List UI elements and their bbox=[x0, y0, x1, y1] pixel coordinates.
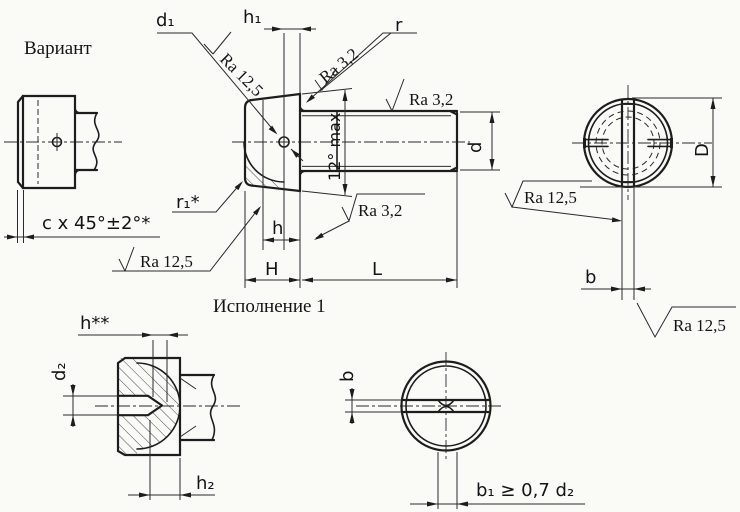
surface-finish-ra32-below: Ra 3,2 bbox=[358, 201, 402, 220]
thread-root-dashed-circle bbox=[601, 116, 655, 170]
label-H: H bbox=[265, 259, 279, 280]
section-hatch bbox=[244, 142, 284, 190]
roughness-check-cone bbox=[314, 67, 338, 91]
surface-finish-ra125-botright: Ra 12,5 bbox=[673, 316, 726, 335]
roughness-check-upper-left bbox=[203, 31, 232, 55]
version-title: Исполнение 1 bbox=[213, 296, 326, 317]
screw-head-outline bbox=[243, 92, 302, 193]
label-b-end-view: b bbox=[585, 267, 596, 288]
head-fillets bbox=[299, 104, 308, 178]
variant-fillets bbox=[74, 106, 82, 178]
label-r: r bbox=[395, 15, 403, 36]
slot-variant-view: h** d₂ h₂ bbox=[49, 313, 240, 500]
label-chamfer: c x 45°±2°* bbox=[42, 213, 150, 234]
label-D: D bbox=[692, 143, 713, 157]
head-chamfer-circle-2 bbox=[405, 365, 487, 447]
head-chamfer-circle bbox=[587, 102, 669, 184]
cutter-arc bbox=[136, 362, 181, 450]
thread-dashed-circle bbox=[595, 110, 661, 176]
main-view: h₁ h H L 12° max d d₁ bbox=[112, 7, 500, 317]
head-section-hatch bbox=[118, 358, 180, 455]
label-h: h bbox=[272, 218, 283, 239]
label-L: L bbox=[372, 259, 382, 280]
roughness-check-thread bbox=[385, 78, 405, 113]
roughness-check-below bbox=[341, 193, 425, 223]
variant-break-line bbox=[92, 112, 100, 171]
variant-title: Вариант bbox=[24, 38, 92, 59]
label-h-star: h** bbox=[80, 313, 109, 334]
label-cone-angle: 12° max bbox=[325, 113, 344, 181]
label-d: d bbox=[465, 142, 486, 153]
label-d1: d₁ bbox=[156, 10, 175, 31]
surface-finish-ra125-mid: Ra 12,5 bbox=[524, 188, 577, 207]
cone-tip-lens bbox=[437, 399, 455, 413]
label-d2: d₂ bbox=[49, 362, 70, 381]
label-b1-formula: b₁ ≥ 0,7 d₂ bbox=[476, 480, 574, 501]
roughness-line bbox=[319, 32, 392, 92]
roughness-check-mid bbox=[504, 180, 592, 209]
break-line bbox=[209, 374, 217, 441]
roughness-check-botright bbox=[636, 302, 736, 339]
label-r1: r₁* bbox=[176, 192, 200, 213]
variant-shaft bbox=[73, 111, 99, 172]
variant-view: Вариант c x 45°±2°* bbox=[4, 38, 160, 243]
screw-shaft-outline bbox=[298, 109, 459, 173]
label-h1: h₁ bbox=[243, 7, 262, 28]
slot-end-view: b b₁ ≥ 0,7 d₂ bbox=[337, 352, 585, 509]
slot-edges-2 bbox=[402, 398, 490, 414]
label-b-bottom: b bbox=[337, 371, 358, 382]
surface-finish-ra32-cone: Ra 3,2 bbox=[316, 44, 362, 87]
surface-finish-ra32-thread: Ra 3,2 bbox=[409, 90, 453, 109]
thread-root-lines bbox=[302, 115, 451, 167]
variant-head-outline bbox=[21, 94, 77, 190]
cross-hole-openings bbox=[583, 138, 673, 148]
slot-profile bbox=[116, 394, 164, 417]
surface-finish-ra125-botleft: Ra 12,5 bbox=[140, 252, 193, 271]
head-outer-circle-2 bbox=[400, 360, 492, 452]
head-end-view: D b Ra 12,5 Ra 12,5 bbox=[504, 85, 736, 339]
cross-hole-lines bbox=[583, 138, 673, 148]
variant-head-chamfer bbox=[16, 94, 25, 190]
shaft-stub bbox=[178, 373, 216, 442]
label-h2: h₂ bbox=[196, 473, 215, 494]
slot-edges bbox=[620, 98, 636, 188]
roughness-check-botleft bbox=[118, 246, 135, 272]
